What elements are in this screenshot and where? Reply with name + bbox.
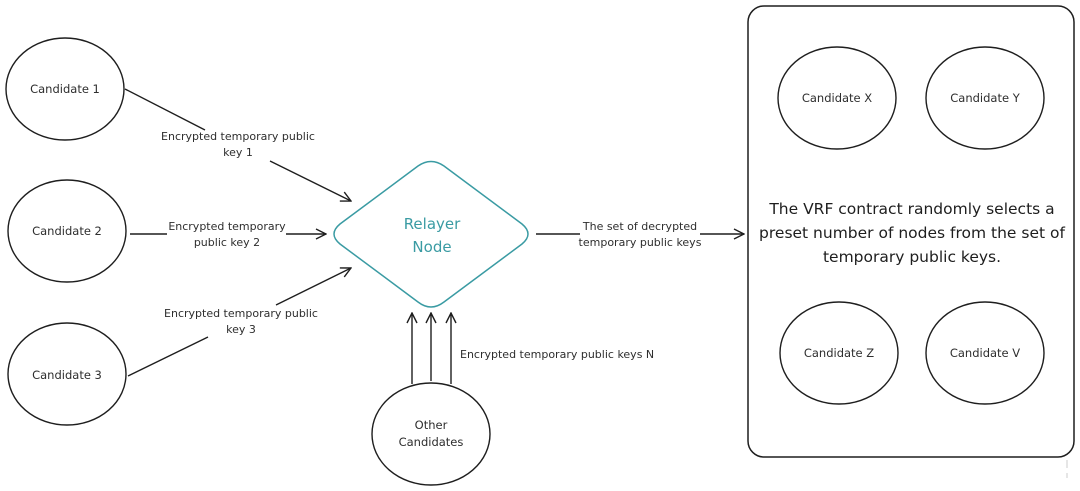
edge-key-1-label-line1: Encrypted temporary public — [161, 130, 315, 143]
vrf-description-line2: preset number of nodes from the set of — [759, 224, 1065, 242]
relayer-diamond — [333, 160, 529, 308]
edge-keys-n: Encrypted temporary public keys N — [412, 313, 654, 384]
other-candidates-label-line2: Candidates — [399, 435, 464, 449]
edge-key-1-label-line2: key 1 — [223, 146, 253, 159]
edge-key-3-line-a — [127, 336, 209, 377]
relayer-node[interactable]: Relayer Node — [333, 160, 529, 308]
relayer-label-line1: Relayer — [404, 215, 461, 233]
candidate-v-label: Candidate V — [950, 346, 1020, 360]
candidate-3-label: Candidate 3 — [32, 368, 102, 382]
candidate-1-ellipse — [5, 37, 125, 141]
candidate-x-ellipse — [777, 46, 897, 150]
other-candidates-ellipse — [371, 382, 491, 486]
vrf-selection-box[interactable]: Candidate X Candidate Y The VRF contract… — [747, 5, 1075, 458]
candidate-1-node[interactable]: Candidate 1 — [5, 37, 125, 141]
edge-keys-n-label: Encrypted temporary public keys N — [460, 348, 654, 361]
edge-decrypted-label-line2: temporary public keys — [579, 236, 702, 249]
candidate-2-ellipse — [7, 179, 127, 283]
edge-key-1-arrow — [269, 160, 351, 201]
candidate-3-ellipse — [7, 322, 127, 426]
candidate-2-label: Candidate 2 — [32, 224, 102, 238]
edge-key-2: Encrypted temporary public key 2 — [130, 220, 326, 249]
edge-key-3: Encrypted temporary public key 3 — [127, 268, 351, 377]
edge-decrypted-keys: The set of decrypted temporary public ke… — [536, 220, 744, 249]
relayer-label-line2: Node — [412, 238, 451, 256]
candidate-z-ellipse — [779, 301, 899, 405]
edge-key-2-label-line1: Encrypted temporary — [168, 220, 286, 233]
candidate-1-label: Candidate 1 — [30, 82, 100, 96]
candidate-v-ellipse — [925, 301, 1045, 405]
edge-key-3-label-line2: key 3 — [226, 323, 256, 336]
candidate-y-node[interactable]: Candidate Y — [925, 46, 1045, 150]
edge-key-3-arrow — [275, 268, 351, 306]
other-candidates-node[interactable]: Other Candidates — [371, 382, 491, 486]
edge-key-3-label-line1: Encrypted temporary public — [164, 307, 318, 320]
edge-key-1: Encrypted temporary public key 1 — [124, 88, 351, 201]
candidate-z-label: Candidate Z — [804, 346, 874, 360]
candidate-3-node[interactable]: Candidate 3 — [7, 322, 127, 426]
candidate-x-node[interactable]: Candidate X — [777, 46, 897, 150]
edge-key-1-line-a — [124, 88, 206, 131]
vrf-description-line3: temporary public keys. — [823, 248, 1001, 266]
vrf-description-line1: The VRF contract randomly selects a — [768, 200, 1054, 218]
candidate-v-node[interactable]: Candidate V — [925, 301, 1045, 405]
candidate-z-node[interactable]: Candidate Z — [779, 301, 899, 405]
candidate-x-label: Candidate X — [802, 91, 872, 105]
other-candidates-label-line1: Other — [415, 418, 448, 432]
edge-decrypted-label-line1: The set of decrypted — [582, 220, 697, 233]
edge-key-2-label-line2: public key 2 — [194, 236, 260, 249]
candidate-2-node[interactable]: Candidate 2 — [7, 179, 127, 283]
candidate-y-ellipse — [925, 46, 1045, 150]
candidate-y-label: Candidate Y — [950, 91, 1020, 105]
